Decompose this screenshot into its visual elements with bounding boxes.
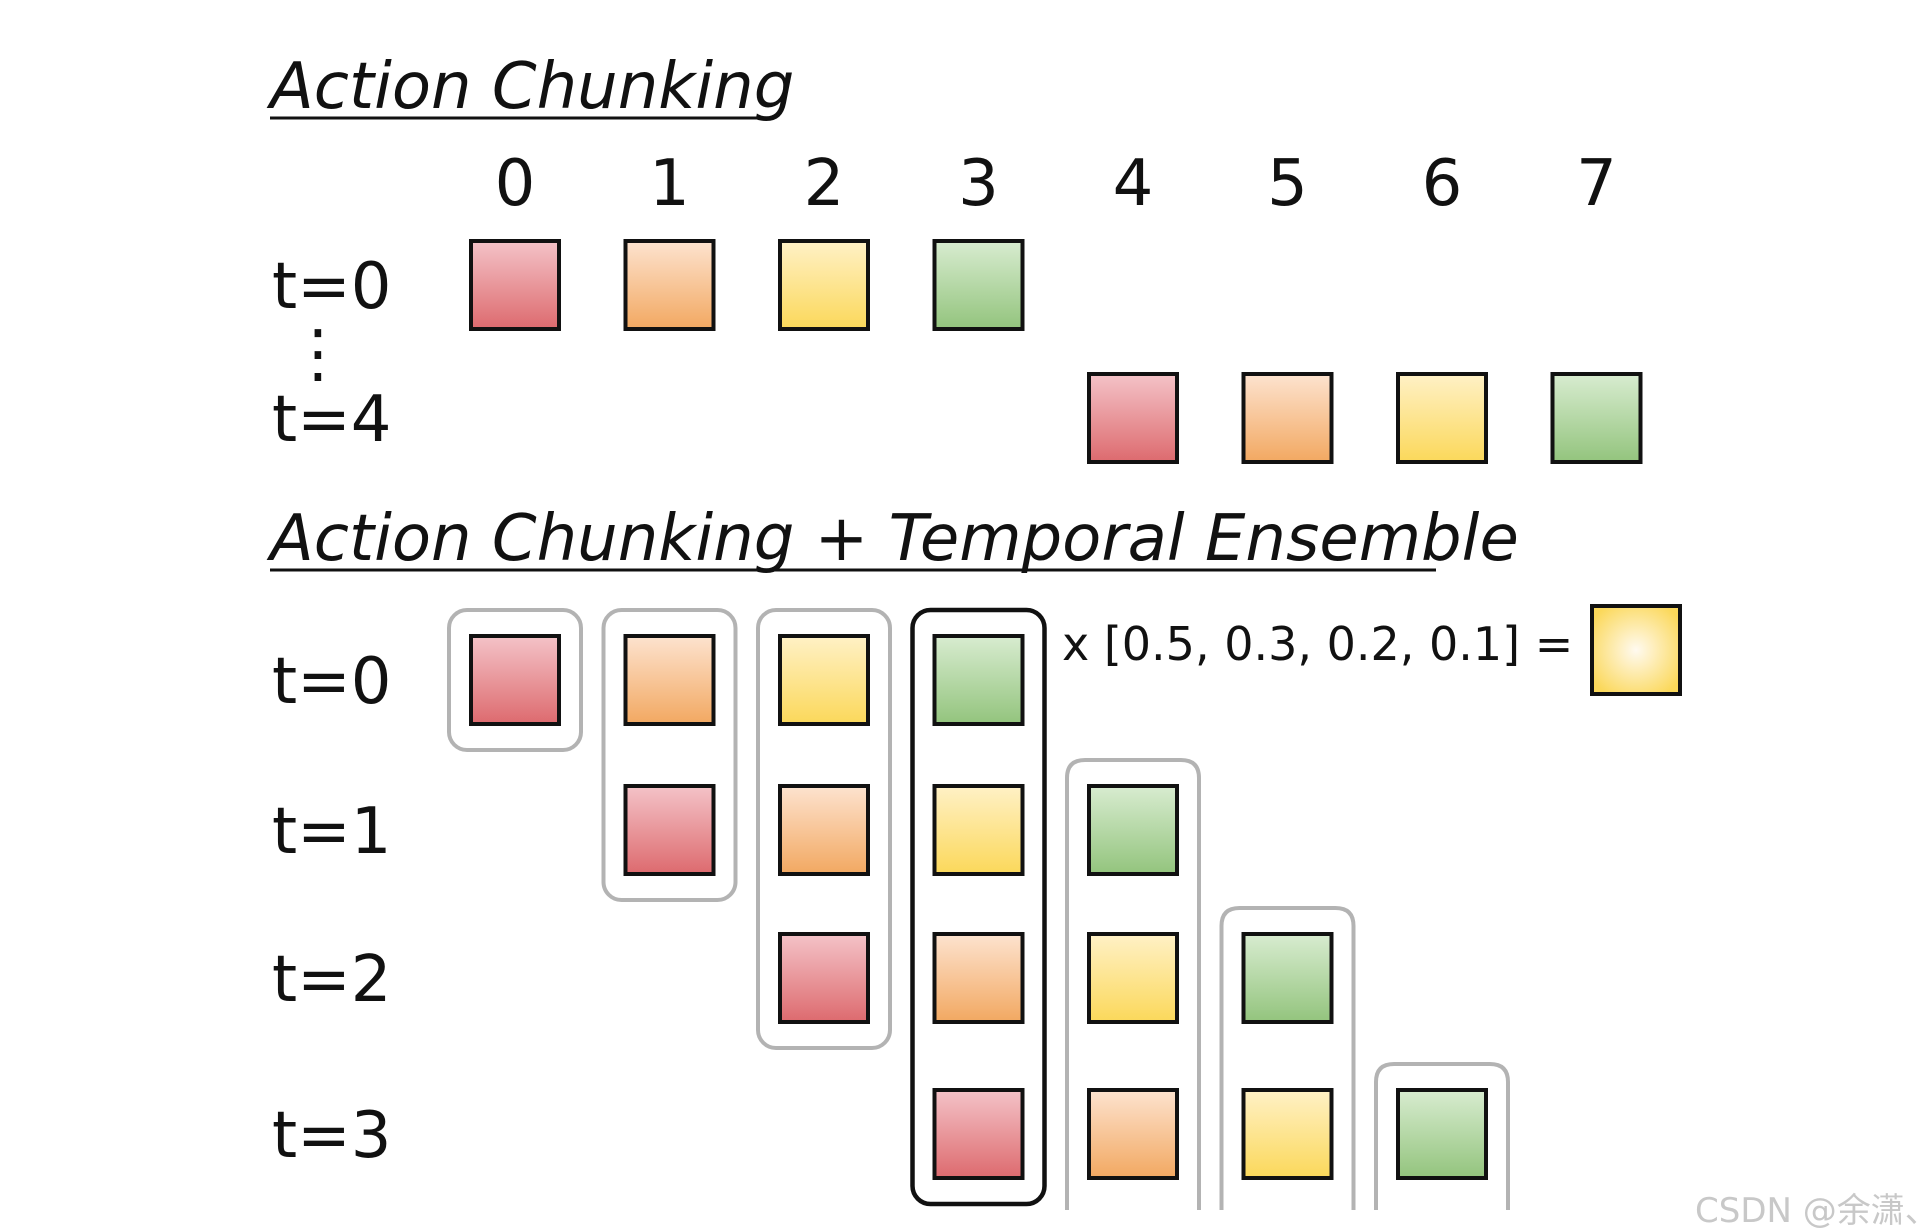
- column-group-outline: [601, 608, 738, 902]
- column-group-outline: [1219, 906, 1356, 1210]
- action-box-orange: [778, 784, 870, 876]
- action-box-red: [623, 784, 716, 876]
- column-group-outline: [1065, 758, 1201, 1210]
- column-index-labels: 0 1 2 3 4 5 6 7: [495, 147, 1617, 221]
- column-label-7: 7: [1576, 147, 1617, 221]
- action-box-green: [1241, 932, 1334, 1024]
- action-box-red: [778, 932, 870, 1024]
- bottom-rows: t=0 t=1 t=2 t=3: [272, 645, 391, 1173]
- action-box-green: [1087, 784, 1179, 876]
- bottom-row-label: t=3: [272, 1099, 391, 1173]
- bottom-action-boxes: [469, 634, 1488, 1180]
- column-label-6: 6: [1422, 147, 1463, 221]
- section-title-temporal-ensemble: Action Chunking + Temporal Ensemble: [266, 502, 1519, 576]
- column-group-outline: [447, 608, 583, 752]
- action-box-yellow: [1241, 1088, 1334, 1180]
- action-box-orange: [1241, 372, 1334, 464]
- action-box-yellow: [932, 784, 1025, 876]
- action-box-green: [932, 634, 1025, 726]
- column-label-1: 1: [649, 147, 690, 221]
- action-box-red: [469, 634, 561, 726]
- weighting-formula: x [0.5, 0.3, 0.2, 0.1] =: [1062, 617, 1573, 671]
- action-box-yellow: [1087, 932, 1179, 1024]
- column-label-4: 4: [1113, 147, 1154, 221]
- column-label-0: 0: [495, 147, 536, 221]
- action-box-orange: [932, 932, 1025, 1024]
- highlighted-column-group: [910, 607, 1047, 1207]
- action-box-yellow: [778, 634, 870, 726]
- action-box-red: [932, 1088, 1025, 1180]
- top-rows: t=0 t=4: [272, 250, 391, 457]
- bottom-row-label: t=0: [272, 645, 391, 719]
- top-action-boxes: [469, 239, 1643, 464]
- column-group-outlines: [447, 607, 1510, 1210]
- action-box-yellow: [778, 239, 870, 331]
- action-box-orange: [1087, 1088, 1179, 1180]
- top-row-label: t=0: [272, 250, 391, 324]
- action-box-orange: [623, 239, 716, 331]
- action-box-green: [932, 239, 1025, 331]
- column-group-outline: [1374, 1062, 1510, 1210]
- column-label-2: 2: [804, 147, 845, 221]
- result-action-box: [1590, 604, 1682, 696]
- action-box-orange: [623, 634, 716, 726]
- column-label-5: 5: [1267, 147, 1308, 221]
- action-box-red: [469, 239, 561, 331]
- column-label-3: 3: [958, 147, 999, 221]
- action-box-green: [1396, 1088, 1488, 1180]
- action-box-red: [1087, 372, 1179, 464]
- action-box-yellow: [1396, 372, 1488, 464]
- rows-ellipsis: ⋮: [286, 317, 350, 391]
- action-box-green: [1550, 372, 1643, 464]
- bottom-row-label: t=2: [272, 943, 391, 1017]
- bottom-row-label: t=1: [272, 795, 391, 869]
- section-title-action-chunking: Action Chunking: [266, 50, 794, 124]
- column-group-outline: [756, 608, 892, 1050]
- watermark: CSDN @余潇、: [1695, 1191, 1930, 1230]
- top-row-label: t=4: [272, 383, 391, 457]
- ensemble-result-box: [1590, 604, 1682, 696]
